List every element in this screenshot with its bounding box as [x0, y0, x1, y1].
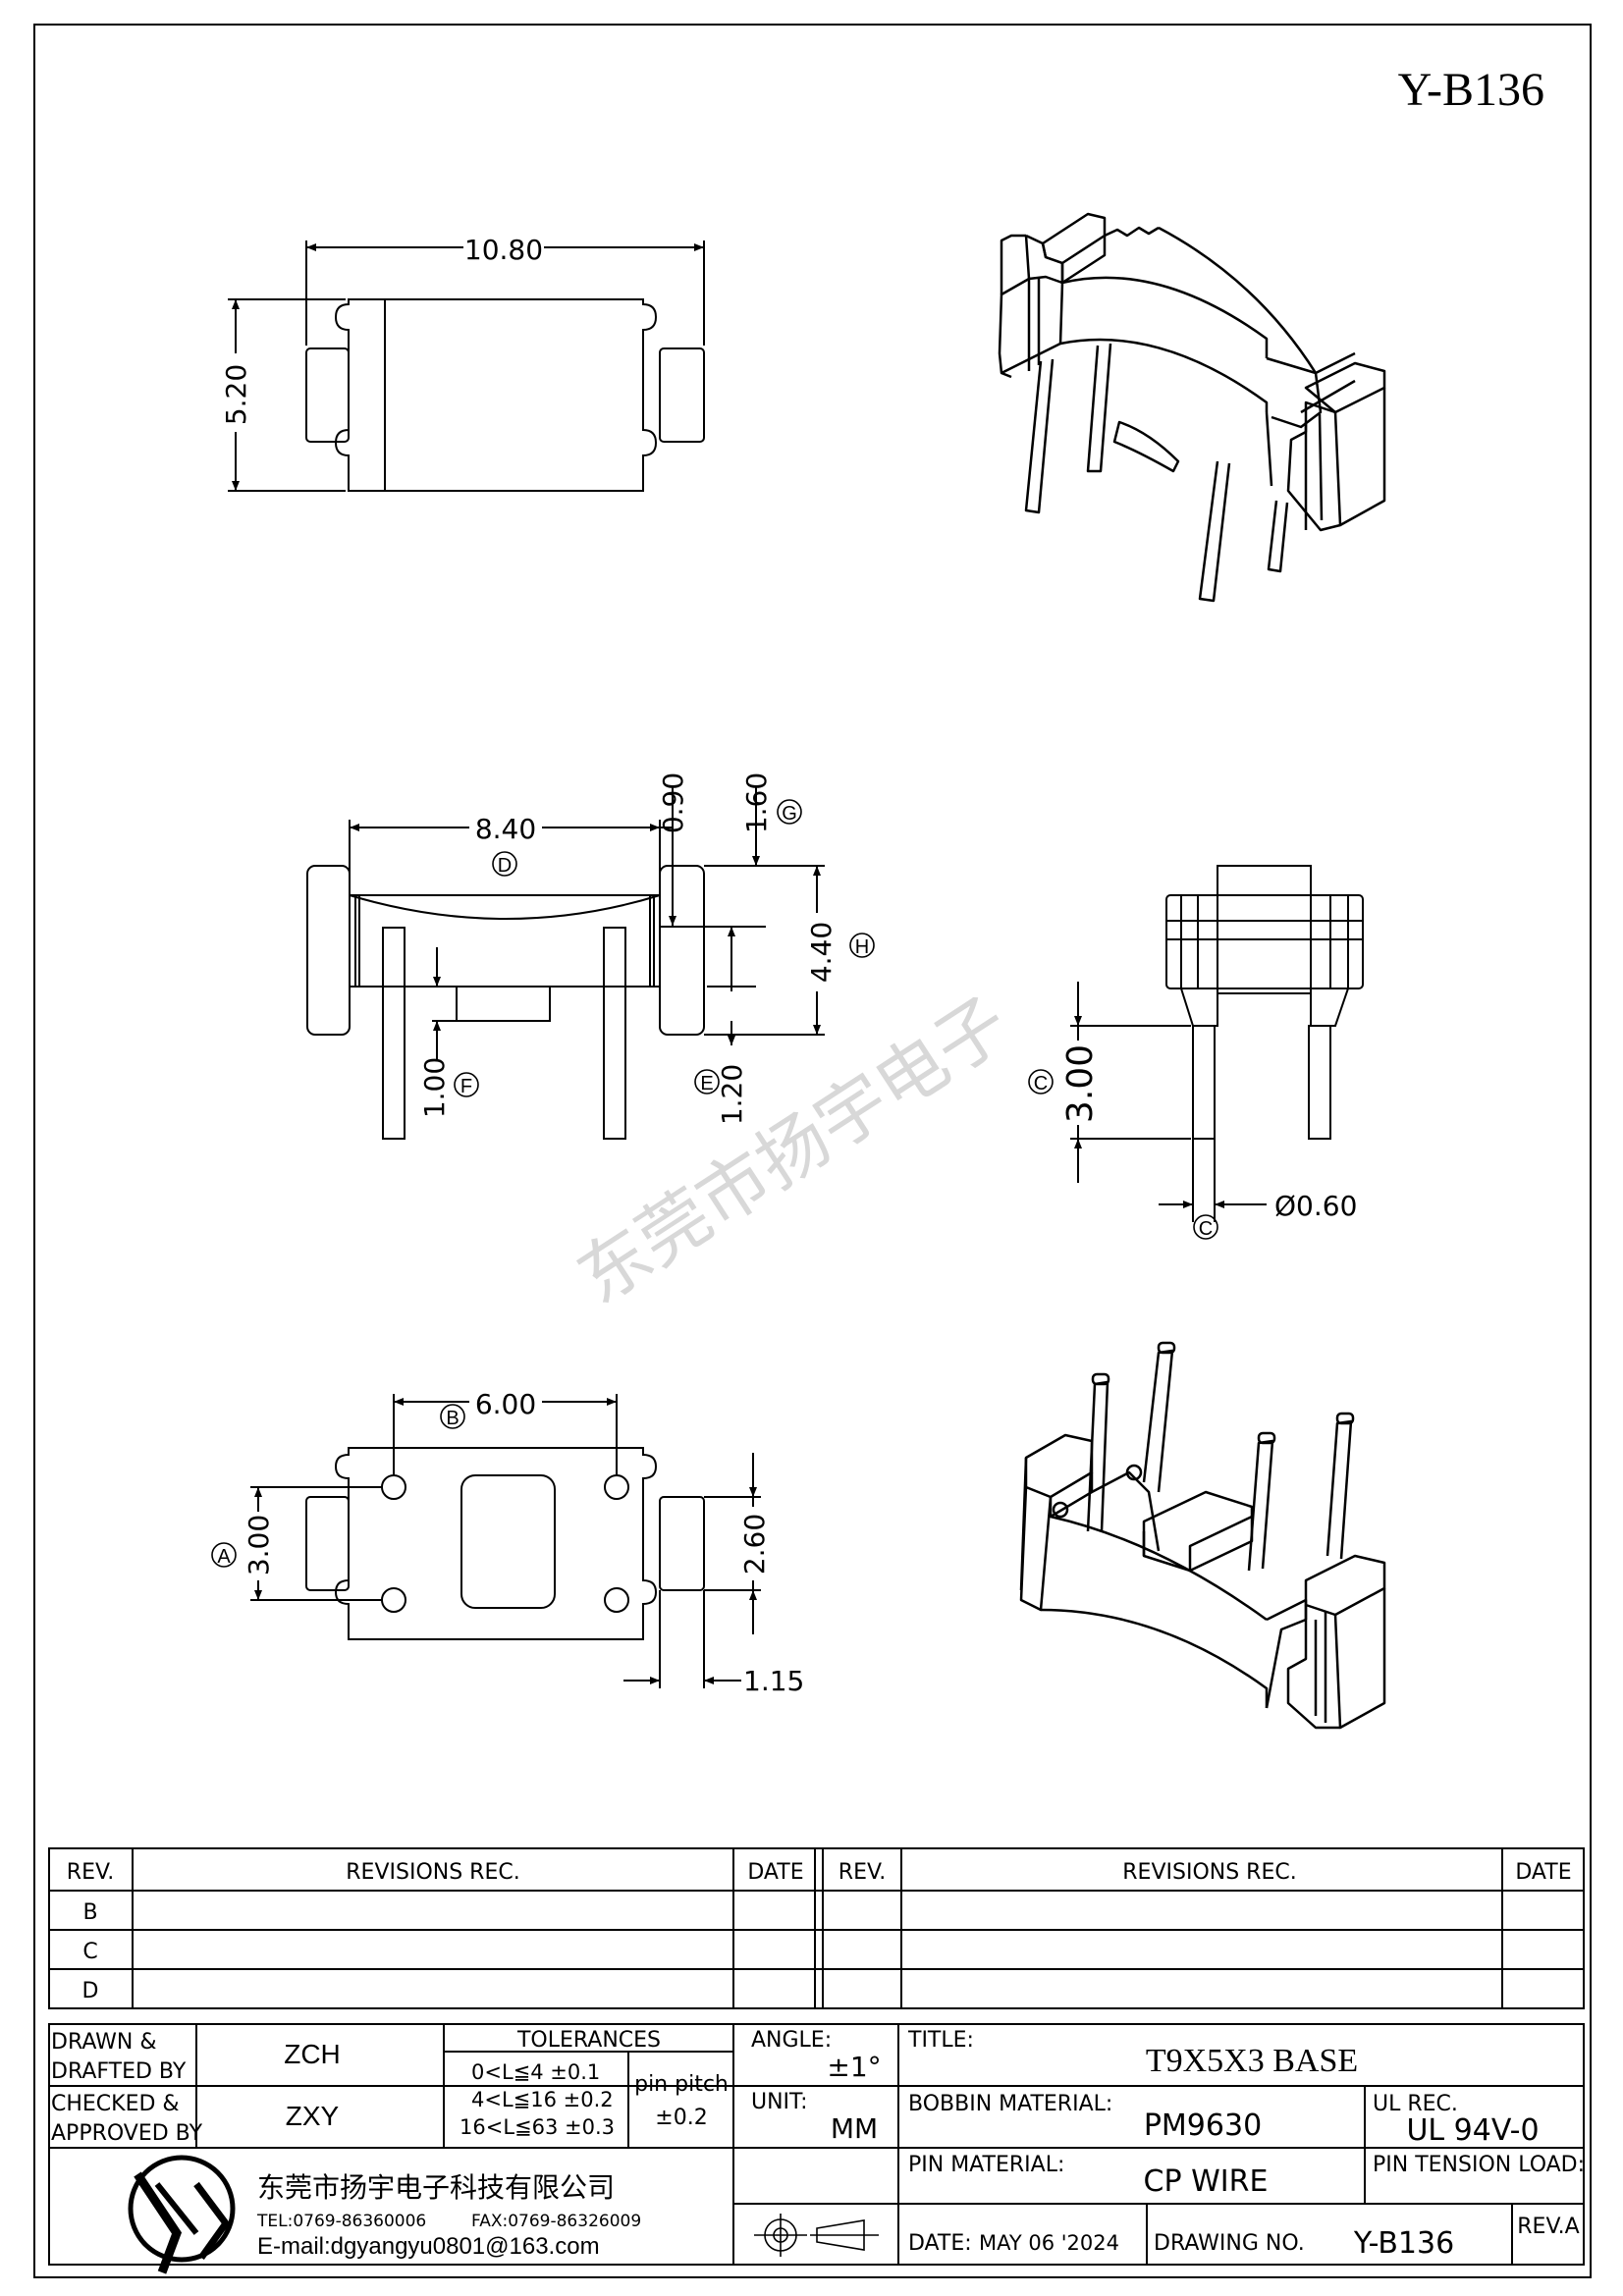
- drawn-label-2: DRAFTED BY: [51, 2059, 187, 2084]
- angle-label: ANGLE:: [751, 2028, 832, 2053]
- sheet-border: [33, 24, 1592, 2278]
- tolerances-header: TOLERANCES: [516, 2028, 661, 2053]
- checked-label-1: CHECKED &: [51, 2092, 180, 2116]
- iso-view-top: [998, 212, 1386, 603]
- pin-material-label: PIN MATERIAL:: [908, 2153, 1064, 2177]
- ul-rec-label: UL REC.: [1373, 2092, 1458, 2116]
- end-view: [1070, 865, 1364, 1222]
- bobbin-material-label: BOBBIN MATERIAL:: [908, 2092, 1112, 2116]
- date-label: DATE:: [908, 2231, 972, 2256]
- rev-a-label: REV.A: [1517, 2215, 1579, 2239]
- checked-label-2: APPROVED BY: [51, 2121, 203, 2146]
- side-view: [306, 785, 825, 1140]
- iso-view-bottom: [1019, 1341, 1386, 1730]
- pin-pitch-value: ±0.2: [655, 2106, 707, 2130]
- rev-header-right: REV.: [839, 1860, 886, 1885]
- title-block: [48, 2023, 1585, 2266]
- dim-pin-dia: Ø0.60: [1274, 1190, 1357, 1222]
- mark-a: A: [217, 1546, 231, 1568]
- angle-value: ±1°: [827, 2051, 881, 2083]
- rev-row-b: B: [82, 1900, 97, 1925]
- mark-h: H: [855, 936, 869, 958]
- dim-bottom-flange: 1.15: [743, 1665, 804, 1697]
- mark-d: D: [498, 855, 512, 877]
- mark-e: E: [700, 1073, 713, 1095]
- dim-side-flange: 1.60: [740, 773, 773, 833]
- tolerance-3: 16<L≦63 ±0.3: [460, 2115, 615, 2139]
- date-value: MAY 06 '2024: [979, 2231, 1119, 2255]
- top-view: [228, 240, 705, 492]
- drawing-no-label: DRAWING NO.: [1154, 2231, 1305, 2256]
- bobbin-material-value: PM9630: [1144, 2109, 1262, 2143]
- bottom-view: [250, 1394, 761, 1688]
- unit-value: MM: [831, 2112, 878, 2145]
- unit-label: UNIT:: [751, 2090, 807, 2114]
- tolerance-2: 4<L≦16 ±0.2: [471, 2088, 614, 2111]
- dim-top-width: 10.80: [464, 234, 543, 266]
- dim-bottom-row: 3.00: [243, 1515, 275, 1575]
- company-email: E-mail:dgyangyu0801@163.com: [257, 2233, 600, 2260]
- watermark: 东莞市扬宇电子: [564, 981, 1023, 1319]
- tolerance-1: 0<L≦4 ±0.1: [471, 2060, 600, 2084]
- rev-header-left: REV.: [67, 1860, 114, 1885]
- mark-pin-c: C: [1034, 1073, 1048, 1095]
- dim-side-step2: 1.20: [716, 1064, 748, 1125]
- rec-header-right: REVISIONS REC.: [1122, 1860, 1296, 1885]
- mark-b: B: [446, 1408, 459, 1429]
- pin-material-value: CP WIRE: [1144, 2164, 1269, 2199]
- drawn-label-1: DRAWN &: [51, 2030, 157, 2055]
- dim-side-height: 4.40: [805, 922, 838, 983]
- dim-pin-length: 3.00: [1060, 1044, 1101, 1123]
- dim-bottom-pitch: 6.00: [475, 1388, 536, 1420]
- revision-table: [48, 1847, 1585, 2009]
- title-label: TITLE:: [907, 2028, 974, 2053]
- mark-f: F: [460, 1076, 472, 1097]
- drawn-value: ZCH: [284, 2039, 341, 2069]
- pin-tension-label: PIN TENSION LOAD:: [1373, 2153, 1585, 2177]
- ul-rec-value: UL 94V-0: [1406, 2113, 1539, 2148]
- pin-pitch-label: pin pitch: [634, 2072, 729, 2097]
- mark-g: G: [782, 803, 797, 825]
- dim-top-height: 5.20: [220, 364, 252, 425]
- projection-symbol: [754, 2214, 879, 2257]
- date-header-left: DATE: [747, 1860, 803, 1885]
- company-name: 东莞市扬宇电子科技有限公司: [257, 2171, 615, 2204]
- company-fax: FAX:0769-86326009: [471, 2212, 641, 2231]
- company-tel: TEL:0769-86360006: [256, 2212, 426, 2231]
- rev-row-d: D: [82, 1979, 99, 2003]
- rec-header-left: REVISIONS REC.: [346, 1860, 519, 1885]
- dim-bottom-height: 2.60: [738, 1514, 771, 1575]
- mark-pin-dia-c: C: [1199, 1218, 1213, 1240]
- title-value: T9X5X3 BASE: [1146, 2043, 1358, 2079]
- company-logo: [128, 2155, 236, 2274]
- dim-side-gap: 0.90: [657, 773, 689, 833]
- dim-side-step: 1.00: [418, 1057, 451, 1118]
- rev-row-c: C: [82, 1940, 97, 1964]
- date-header-right: DATE: [1515, 1860, 1571, 1885]
- drawing-no-value: Y-B136: [1353, 2226, 1454, 2261]
- dim-side-width: 8.40: [475, 813, 536, 845]
- drawing-id: Y-B136: [1398, 64, 1544, 116]
- checked-value: ZXY: [286, 2101, 340, 2131]
